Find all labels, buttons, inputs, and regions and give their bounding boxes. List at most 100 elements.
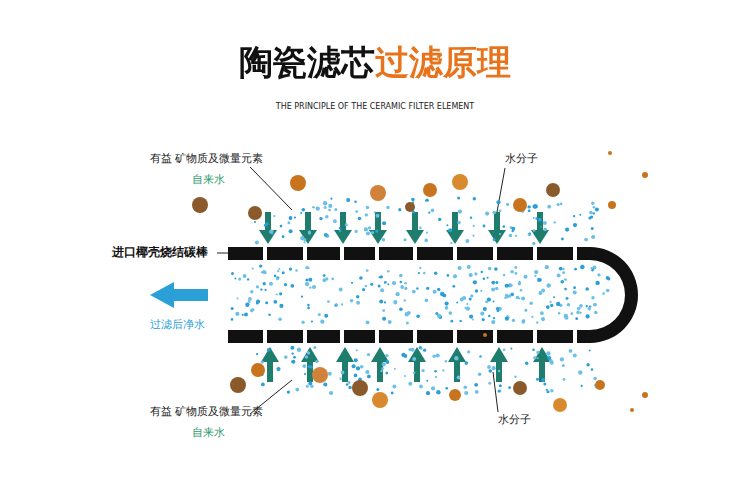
water-dot: [473, 280, 477, 284]
water-dot: [498, 389, 501, 392]
water-dot: [465, 361, 469, 365]
water-dot: [315, 360, 318, 363]
water-dot: [581, 385, 583, 387]
inflow-arrow: [371, 347, 389, 362]
water-dot: [529, 302, 533, 306]
water-dot: [493, 317, 495, 319]
water-dot: [453, 274, 457, 278]
water-dot: [510, 270, 514, 274]
water-dot: [475, 289, 478, 292]
water-dot: [487, 365, 491, 369]
water-dot: [348, 381, 351, 384]
water-dot: [456, 302, 458, 304]
water-dot: [400, 281, 402, 283]
water-dot: [448, 228, 452, 232]
water-dot: [392, 385, 396, 389]
water-dot: [365, 213, 368, 216]
water-dot: [334, 304, 337, 307]
water-dot: [541, 317, 545, 321]
water-dot: [341, 371, 345, 375]
water-dot: [305, 279, 308, 282]
water-dot: [586, 305, 588, 307]
water-dot: [457, 197, 460, 200]
rod-segment: [344, 247, 375, 260]
water-dot: [532, 242, 535, 245]
water-dot: [382, 317, 386, 321]
water-dot: [323, 274, 326, 277]
water-dot: [318, 313, 321, 316]
water-dot: [498, 390, 501, 393]
water-dot: [538, 218, 542, 222]
water-dot: [382, 238, 386, 242]
water-dot: [289, 268, 292, 271]
inflow-arrow: [533, 347, 551, 362]
water-dot: [312, 206, 315, 209]
water-dot: [569, 349, 573, 353]
water-dot: [467, 265, 471, 269]
title-text: 陶瓷滤芯过滤原理: [239, 42, 511, 82]
water-dot: [591, 267, 593, 269]
water-dot: [295, 388, 299, 392]
water-dot: [262, 270, 265, 273]
water-dot: [356, 301, 360, 305]
water-dot: [235, 312, 239, 316]
water-dot: [575, 317, 578, 320]
water-dot: [550, 301, 552, 303]
water-dot: [491, 288, 495, 292]
part-label: 水分子: [505, 152, 538, 165]
water-dot: [492, 211, 496, 215]
water-dot: [382, 362, 386, 366]
water-dot: [278, 268, 280, 270]
water-dot: [561, 280, 565, 284]
water-dot: [559, 267, 563, 271]
water-dot: [284, 283, 287, 286]
water-dot: [450, 320, 453, 323]
water-dot: [503, 274, 505, 276]
water-dot: [243, 274, 247, 278]
water-dot: [505, 284, 509, 288]
water-dot: [437, 314, 441, 318]
water-dot: [237, 298, 239, 300]
inflow-arrow: [448, 347, 466, 362]
water-dot: [339, 288, 343, 292]
water-dot: [356, 295, 359, 298]
water-dot: [425, 299, 429, 303]
rod-segment: [577, 330, 591, 343]
water-dot: [529, 232, 531, 234]
water-dot: [533, 204, 537, 208]
water-dot: [560, 357, 564, 361]
water-dot: [267, 348, 271, 352]
water-dot: [304, 373, 306, 375]
water-dot: [375, 230, 378, 233]
water-dot: [527, 205, 530, 208]
water-dot: [334, 208, 337, 211]
water-dot: [265, 289, 267, 291]
inflow-arrow: [369, 230, 387, 244]
water-dot: [276, 276, 279, 279]
water-dot: [289, 229, 293, 233]
water-dot: [412, 290, 416, 294]
water-dot: [536, 321, 538, 323]
water-dot: [428, 212, 430, 214]
inflow-arrow: [412, 212, 418, 232]
rod-segment: [307, 330, 340, 343]
water-dot: [510, 348, 512, 350]
water-dot: [300, 236, 304, 240]
water-dot: [460, 298, 464, 302]
water-dot: [505, 294, 509, 298]
water-dot: [503, 348, 506, 351]
water-dot: [591, 227, 594, 230]
water-dot: [387, 283, 389, 285]
output-arrow: [150, 282, 208, 308]
water-dot: [464, 386, 468, 390]
water-dot: [450, 242, 452, 244]
water-dot: [534, 275, 536, 277]
inflow-arrow: [334, 230, 352, 244]
water-dot: [306, 385, 309, 388]
water-dot: [533, 217, 535, 219]
water-dot: [398, 208, 401, 211]
water-dot: [394, 368, 396, 370]
rod-segment: [577, 247, 591, 260]
water-dot: [261, 360, 264, 363]
water-dot: [537, 357, 539, 359]
